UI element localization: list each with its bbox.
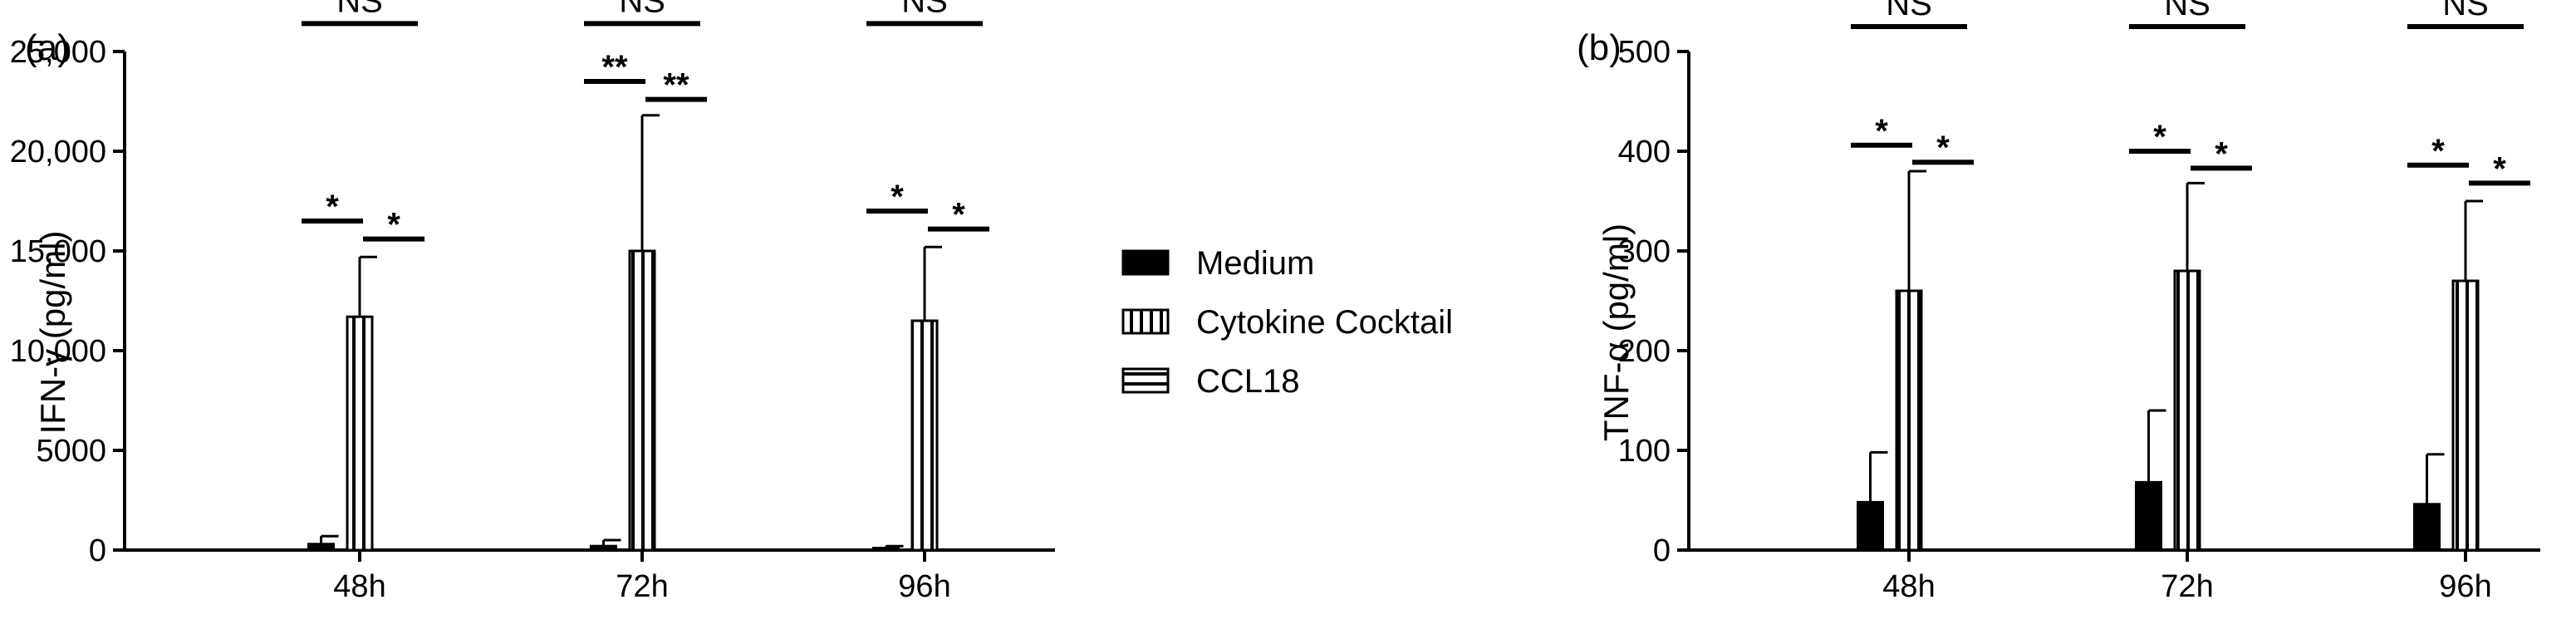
x-tick-label-a: 72h (616, 569, 668, 604)
x-tick-label-b: 72h (2161, 569, 2213, 604)
x-tick-label-a: 96h (898, 569, 950, 604)
bar-cytokine-cocktail (1895, 289, 1923, 552)
y-tick-label-a: 5000 (36, 434, 106, 469)
significance-label: NS (901, 0, 948, 19)
significance-label: ** (663, 67, 689, 104)
significance-label: NS (336, 0, 383, 19)
bar-medium (307, 543, 335, 552)
bar-cytokine-cocktail (910, 319, 939, 552)
significance-label: * (891, 179, 904, 215)
significance-label: * (2431, 133, 2445, 170)
significance-label: ** (601, 49, 628, 86)
significance-label: * (1936, 130, 1950, 166)
panel-label-a: (a) (25, 27, 70, 68)
y-tick-label-a: 15,000 (10, 234, 106, 269)
legend-item-medium: Medium (1121, 245, 1314, 282)
x-tick-label-a: 48h (333, 569, 385, 604)
panel-label-b: (b) (1577, 27, 1622, 68)
y-tick-label-b: 100 (1618, 434, 1671, 469)
y-axis-label-b: TNF-α (pg/ml) (1597, 224, 1636, 441)
y-tick-label-a: 10,000 (10, 334, 106, 369)
legend-swatch-medium (1121, 249, 1170, 276)
bar-cytokine-cocktail (2451, 279, 2480, 552)
plot-area-b: 0 100 200 300 400 500 48h 72h 96h NS * * NS * * NS * * (1618, 0, 2540, 604)
legend-swatch-ccl18 (1121, 367, 1170, 394)
panel-b: (b) TNF-α (pg/ml) 0 100 200 300 400 500 48h 72h… (1577, 0, 2540, 604)
y-tick-label-a: 0 (89, 533, 106, 568)
legend-item-ccl18: CCL18 (1121, 363, 1300, 400)
significance-label: * (2215, 135, 2228, 172)
significance-label: * (1875, 113, 1888, 150)
legend-item-cytokine-cocktail: Cytokine Cocktail (1121, 304, 1453, 341)
legend-label-medium: Medium (1196, 245, 1314, 282)
y-tick-label-b: 500 (1618, 35, 1671, 70)
bar-cytokine-cocktail (628, 249, 656, 552)
bar-medium (2135, 480, 2162, 552)
bar-medium (1857, 500, 1884, 552)
bar-medium (590, 544, 617, 552)
y-tick-label-a: 20,000 (10, 135, 106, 170)
bar-cytokine-cocktail (2173, 269, 2201, 552)
significance-label: * (2153, 119, 2166, 155)
y-tick-label-a: 25,000 (10, 35, 106, 70)
significance-label: * (326, 189, 339, 225)
significance-label: * (952, 197, 965, 233)
y-tick-label-b: 0 (1653, 533, 1671, 568)
bar-medium (2413, 503, 2441, 552)
significance-label: NS (619, 0, 665, 19)
significance-label: * (387, 207, 400, 243)
significance-label: NS (1886, 0, 1932, 22)
significance-label: * (2493, 150, 2506, 187)
y-tick-label-b: 300 (1618, 234, 1671, 269)
legend-label-ccl18: CCL18 (1196, 363, 1300, 400)
legend: Medium Cytokine Cocktail CCL18 (1121, 245, 1453, 400)
bar-medium (872, 547, 900, 552)
y-tick-label-b: 200 (1618, 334, 1671, 369)
x-tick-label-b: 96h (2439, 569, 2491, 604)
x-tick-label-b: 48h (1882, 569, 1935, 604)
plot-area-a: 0 5000 10,000 15,000 20,000 25,000 48h 72h 96h NS… (10, 0, 1055, 604)
y-tick-label-b: 400 (1618, 135, 1671, 170)
legend-label-cytokine-cocktail: Cytokine Cocktail (1196, 304, 1453, 341)
significance-label: NS (2442, 0, 2489, 22)
legend-swatch-cytokine-cocktail (1121, 308, 1170, 335)
significance-label: NS (2164, 0, 2210, 22)
y-axis-label-a: IFN-γ (pg/ml) (33, 231, 72, 435)
panel-a: (a) IFN-γ (pg/ml) 0 5000 10,000 15,000 20,00… (10, 0, 1055, 604)
bar-cytokine-cocktail (346, 315, 374, 552)
